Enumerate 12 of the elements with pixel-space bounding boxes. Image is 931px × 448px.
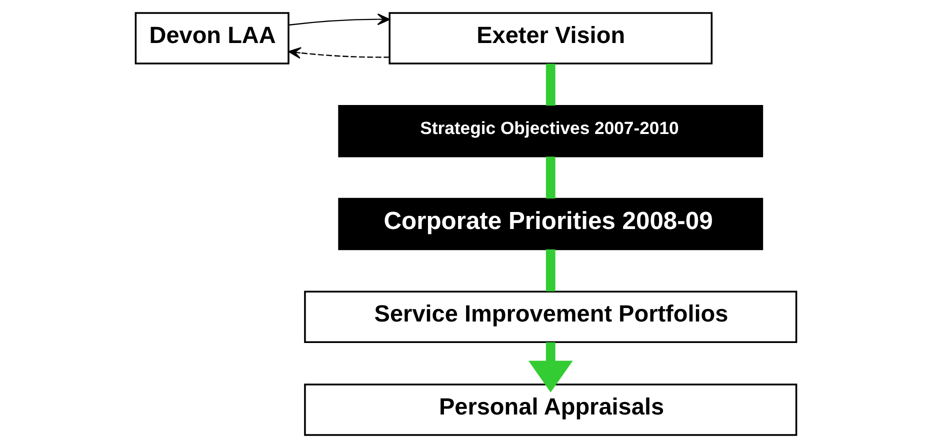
node-box: Corporate Priorities 2008-09 — [338, 198, 763, 250]
connector — [545, 156, 555, 198]
arrow — [528, 342, 572, 392]
arrow — [288, 13, 390, 26]
connector — [545, 249, 555, 292]
node-box: Personal Appraisals — [304, 384, 797, 436]
node-box: Devon LAA — [134, 12, 289, 64]
arrow — [288, 47, 390, 59]
node-box: Strategic Objectives 2007-2010 — [338, 104, 763, 158]
connector — [545, 64, 555, 106]
node-box: Exeter Vision — [388, 12, 712, 64]
node-box: Service Improvement Portfolios — [304, 290, 797, 344]
